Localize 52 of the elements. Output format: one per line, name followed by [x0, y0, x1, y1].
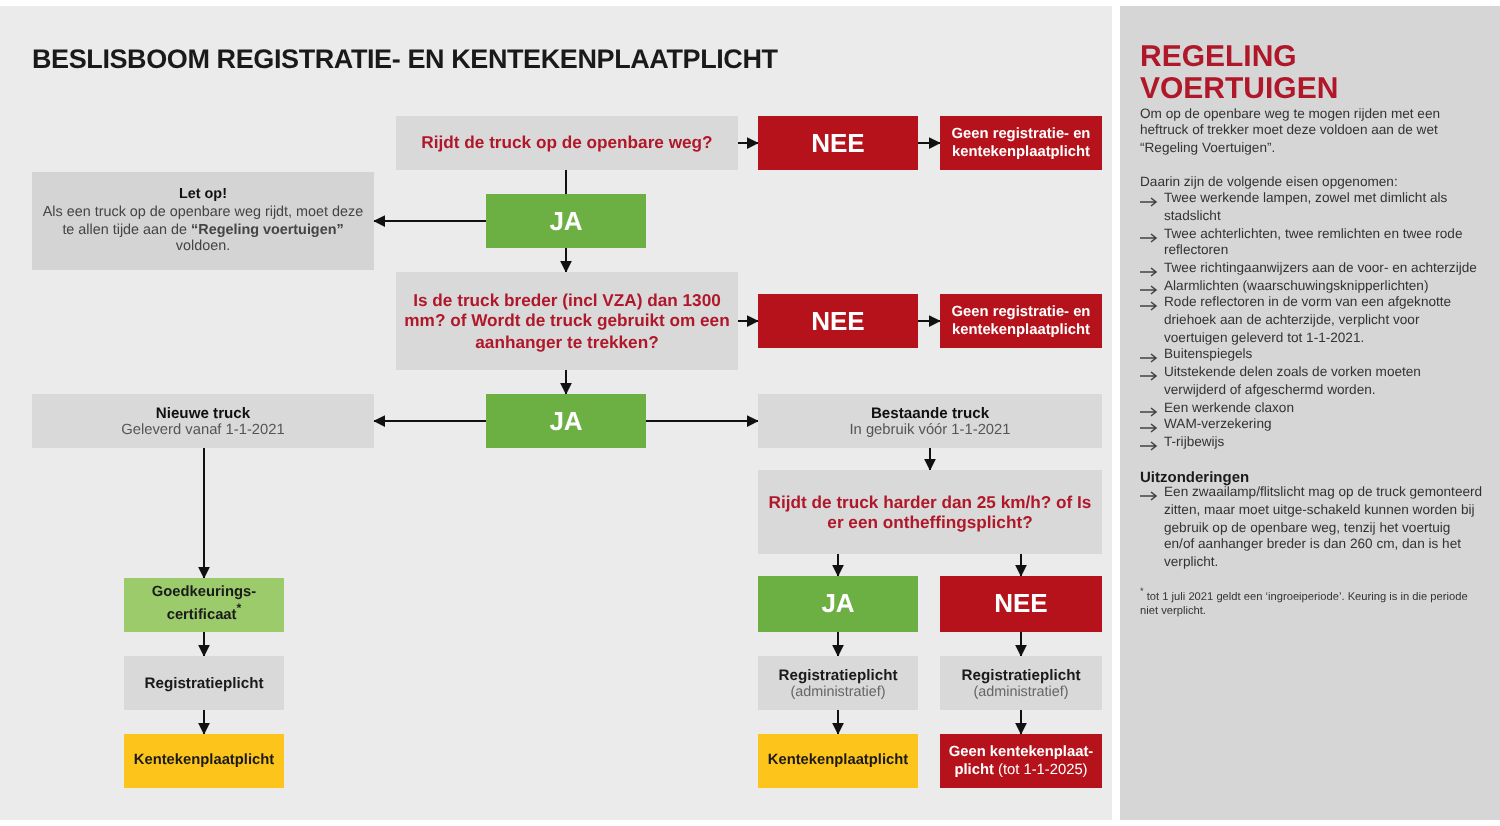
arrow	[1015, 553, 1027, 577]
arrow	[373, 415, 487, 427]
note-box	[32, 172, 374, 270]
node-label: Rijdt de truck harder dan 25 km/h? of Is er een ontheffingsplicht?	[766, 491, 1094, 533]
arrow	[1015, 709, 1027, 735]
diagram-title: BESLISBOOM REGISTRATIE- EN KENTEKENPLAATPLICHT	[32, 44, 778, 74]
no-box	[758, 116, 918, 170]
arrow	[560, 369, 572, 395]
node-label: Rijdt de truck op de openbare weg?	[419, 132, 715, 154]
arrow	[832, 709, 844, 735]
yes-box	[486, 194, 646, 248]
node-label: JA	[547, 205, 585, 237]
truck-type-box	[758, 394, 1102, 448]
outcome-box	[940, 734, 1102, 788]
outcome-box	[940, 294, 1102, 348]
arrow	[1015, 631, 1027, 657]
registration-box	[940, 656, 1102, 710]
arrow	[198, 709, 210, 735]
certificate-box	[124, 578, 284, 632]
node-label: NEE	[809, 127, 867, 159]
arrow	[198, 631, 210, 657]
arrow	[924, 447, 936, 471]
license-plate-box	[758, 734, 918, 788]
license-plate-box	[124, 734, 284, 788]
no-box	[758, 294, 918, 348]
node-label: NEE	[992, 588, 1050, 620]
arrow	[373, 215, 487, 227]
arrow	[560, 247, 572, 273]
arrow	[832, 553, 844, 577]
info-panel	[1120, 6, 1500, 820]
node-label: NEE	[809, 305, 867, 337]
question-box	[396, 272, 738, 370]
registration-box	[758, 656, 918, 710]
arrow	[832, 631, 844, 657]
arrow	[737, 137, 759, 149]
no-box	[940, 576, 1102, 632]
arrow	[645, 415, 759, 427]
outcome-box	[940, 116, 1102, 170]
node-label: Is de truck breder (incl VZA) dan 1300 mm? of Wordt de truck gebruikt om een aanhanger te trekken?	[402, 290, 732, 352]
yes-box	[758, 576, 918, 632]
arrow	[917, 315, 941, 327]
registration-box	[124, 656, 284, 710]
node-label: JA	[819, 588, 857, 620]
yes-box	[486, 394, 646, 448]
arrow	[737, 315, 759, 327]
arrow	[917, 137, 941, 149]
question-box	[396, 116, 738, 170]
arrow	[198, 447, 210, 579]
truck-type-box	[32, 394, 374, 448]
question-box	[758, 470, 1102, 554]
panel-heading: REGELING VOERTUIGEN	[1140, 42, 1341, 105]
node-label: JA	[547, 405, 585, 437]
